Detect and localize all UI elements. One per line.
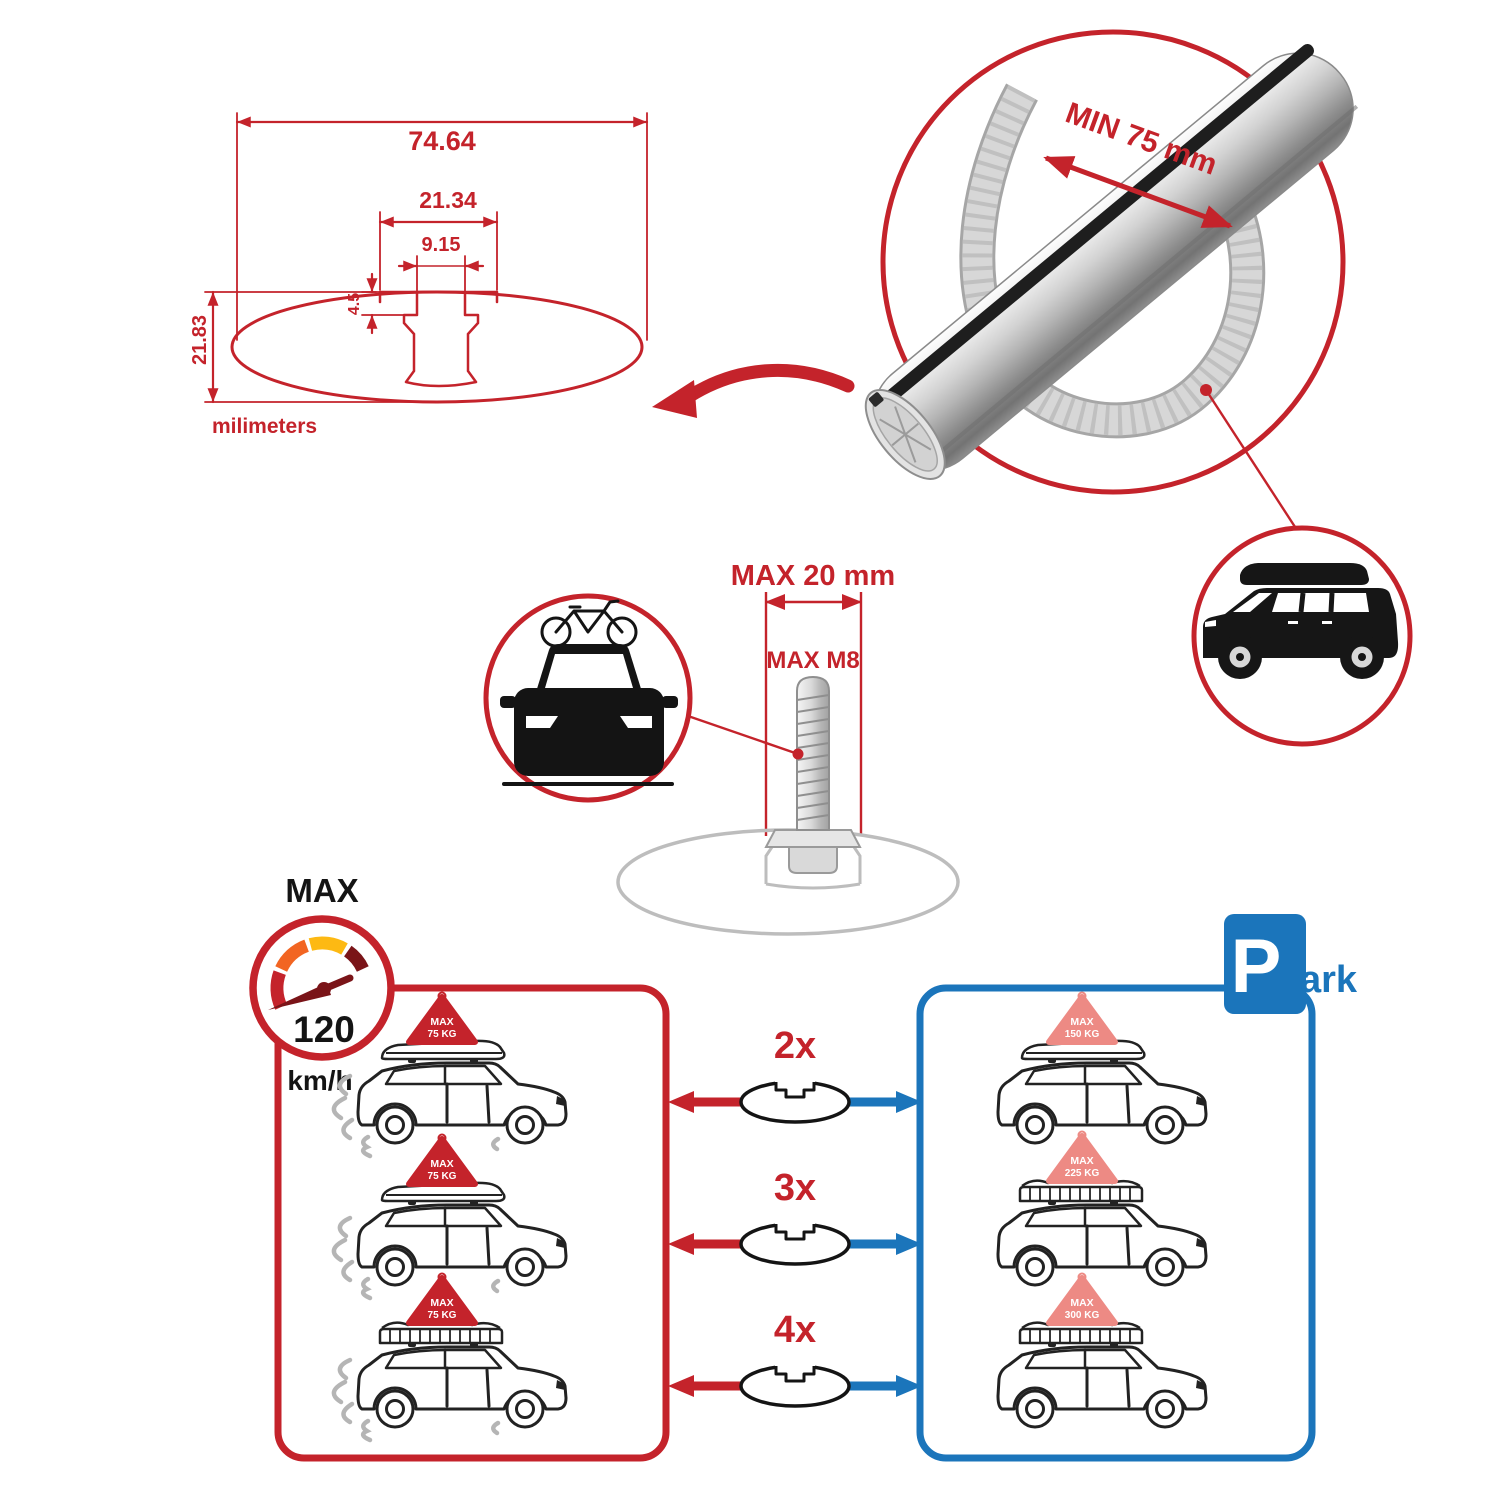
bar-count-label: 4x xyxy=(774,1309,816,1351)
bar-count-label: 2x xyxy=(774,1025,816,1067)
driving-panel xyxy=(274,984,670,1462)
parked-car-3: MAX 300 KG xyxy=(996,1272,1208,1429)
units-label: milimeters xyxy=(212,415,317,438)
speed-max-label: MAX xyxy=(285,872,358,909)
tag-max-label: MAX xyxy=(1070,1016,1093,1028)
bar-count-label: 3x xyxy=(774,1167,816,1209)
dimension-channel-width: 21.34 xyxy=(378,187,499,291)
load-tag: MAX 75 KG xyxy=(406,991,478,1045)
dimension-slot-width: 9.15 xyxy=(397,234,485,293)
load-tag: MAX 75 KG xyxy=(406,1133,478,1187)
tag-load-value: 75 KG xyxy=(428,1171,457,1182)
arrow-to-parked xyxy=(844,1091,922,1113)
speed-limit-badge: MAX xyxy=(285,872,358,909)
capacity-row-3: 4x xyxy=(668,1309,922,1408)
driving-car-3: MAX 75 KG xyxy=(334,1272,568,1441)
bolt-max-depth-label: MAX 20 mm xyxy=(731,560,895,592)
speedometer-icon: 120 xyxy=(249,915,395,1061)
parking-sign-rest: ark xyxy=(1300,959,1358,1001)
dimension-overall-height: 21.83 xyxy=(189,290,436,404)
bolt-t-head xyxy=(788,846,838,874)
crossbar-section-icon xyxy=(739,1362,851,1408)
load-tag: MAX 75 KG xyxy=(406,1272,478,1326)
tag-max-label: MAX xyxy=(430,1016,453,1028)
bolt-pointer-dot xyxy=(792,748,804,760)
zoom-arrow xyxy=(652,363,855,418)
arrow-to-parked xyxy=(844,1233,922,1255)
dimension-total-width: 74.64 xyxy=(235,112,649,341)
tag-max-label: MAX xyxy=(430,1158,453,1170)
capacity-row-1: 2x xyxy=(668,1025,922,1124)
bike-car-badge xyxy=(483,593,693,803)
tag-max-label: MAX xyxy=(430,1297,453,1309)
load-tag: MAX 150 KG xyxy=(1046,991,1118,1045)
overall-height-value: 21.83 xyxy=(189,315,211,365)
roof-box-icon xyxy=(1240,563,1369,585)
profile-t-slot xyxy=(378,290,499,388)
bolt-shaft xyxy=(796,675,830,831)
crossbar-section-icon xyxy=(739,1220,851,1266)
badge-connector xyxy=(1204,389,1299,531)
bolt-connector xyxy=(687,714,799,756)
tag-load-value: 225 KG xyxy=(1065,1168,1100,1179)
car-front-silhouette xyxy=(500,644,678,786)
arrow-to-driving xyxy=(668,1091,746,1113)
load-tag: MAX 225 KG xyxy=(1046,1130,1118,1184)
speed-value: 120 xyxy=(293,1009,355,1050)
total-width-value: 74.64 xyxy=(408,126,476,156)
slot-width-value: 9.15 xyxy=(422,234,461,256)
crossbar-section-icon xyxy=(739,1078,851,1124)
mounting-strap xyxy=(959,83,1266,439)
bolt-max-thread-label: MAX M8 xyxy=(766,647,859,674)
lip-depth-value: 4.5 xyxy=(346,293,363,315)
roofbox-suv-badge xyxy=(1191,525,1413,747)
bolt-plate xyxy=(764,829,862,848)
tag-max-label: MAX xyxy=(1070,1297,1093,1309)
cross-section-diagram: 74.64 21.34 9.15 4.5 21.83 milimeters xyxy=(189,112,855,438)
channel-width-value: 21.34 xyxy=(419,187,477,213)
arrow-to-driving xyxy=(668,1375,746,1397)
parked-car-2: MAX 225 KG xyxy=(996,1130,1208,1287)
suv-silhouette xyxy=(1203,563,1399,679)
tag-load-value: 75 KG xyxy=(428,1310,457,1321)
driving-car-1: MAX 75 KG xyxy=(334,991,568,1157)
tag-load-value: 150 KG xyxy=(1065,1029,1100,1040)
crossbar-photo-callout: MIN 75 mm xyxy=(864,29,1359,531)
tag-max-label: MAX xyxy=(1070,1155,1093,1167)
parking-sign: P ark xyxy=(1224,914,1358,1014)
arrow-to-driving xyxy=(668,1233,746,1255)
bolt-diagram: MAX 20 mm MAX M8 xyxy=(616,560,960,936)
arrow-to-parked xyxy=(844,1375,922,1397)
load-tag: MAX 300 KG xyxy=(1046,1272,1118,1326)
parked-panel xyxy=(916,984,1316,1462)
driving-car-2: MAX 75 KG xyxy=(334,1133,568,1299)
capacity-row-2: 3x xyxy=(668,1167,922,1266)
tag-load-value: 75 KG xyxy=(428,1029,457,1040)
tag-load-value: 300 KG xyxy=(1065,1310,1100,1321)
parking-sign-letter: P xyxy=(1231,924,1282,1009)
bar-end-cap xyxy=(864,388,946,480)
dimension-lip-depth: 4.5 xyxy=(346,272,405,335)
speedometer-needle xyxy=(268,983,331,1010)
parked-car-1: MAX 150 KG xyxy=(996,991,1208,1145)
